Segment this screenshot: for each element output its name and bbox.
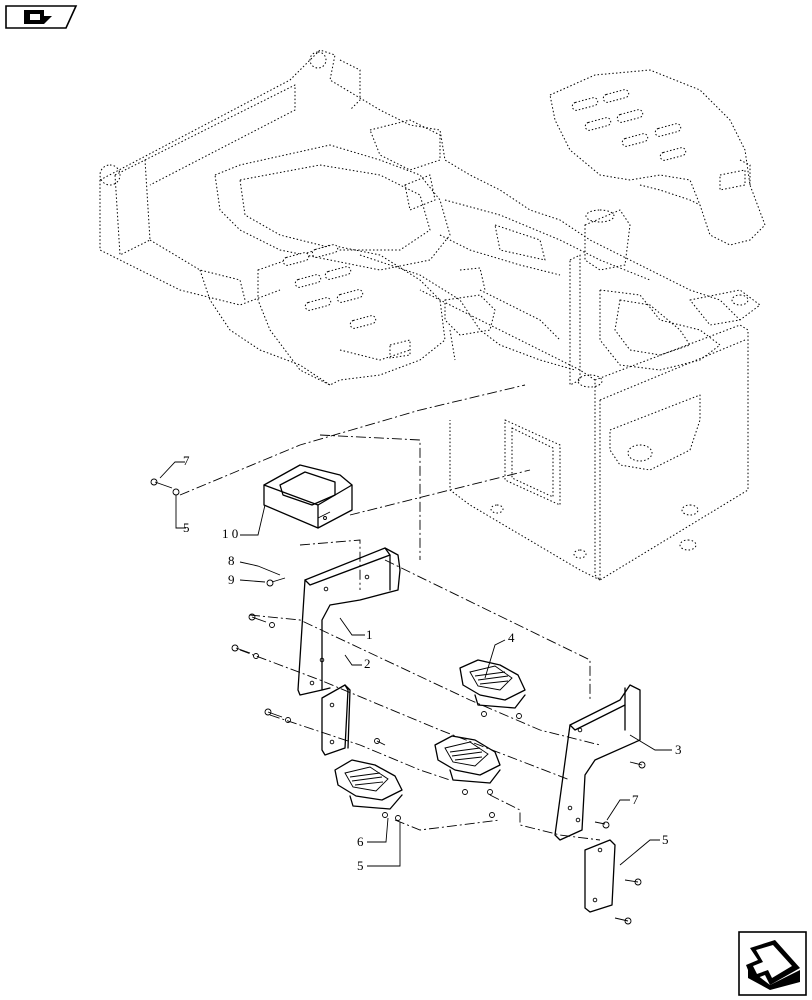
fasteners bbox=[150, 478, 646, 925]
callout-5-right: 5 bbox=[662, 832, 669, 847]
callout-7-top: 7 bbox=[183, 453, 190, 468]
callout-4: 4 bbox=[508, 630, 515, 645]
callout-9: 9 bbox=[228, 572, 235, 587]
callout-6: 6 bbox=[357, 834, 364, 849]
back-nav-button[interactable] bbox=[5, 5, 78, 29]
part-3-right-bracket bbox=[554, 684, 641, 841]
part-4-step-upper bbox=[459, 659, 526, 709]
callout-10: 1 0 bbox=[222, 526, 238, 541]
platform-slots-right bbox=[571, 89, 687, 161]
next-nav-button[interactable] bbox=[738, 931, 807, 996]
part-3-lower-plate bbox=[584, 839, 616, 913]
part-4-step-middle bbox=[434, 735, 501, 784]
part-2-left-plate bbox=[321, 684, 351, 756]
part-10-cover-box bbox=[263, 464, 353, 529]
callout-7-right: 7 bbox=[632, 792, 639, 807]
callout-5-top: 5 bbox=[183, 520, 190, 535]
arrow-next-icon bbox=[746, 940, 800, 990]
callout-3: 3 bbox=[675, 742, 682, 757]
callout-labels: 7 5 1 0 8 9 1 2 4 3 7 5 6 5 bbox=[183, 453, 682, 873]
part-1-left-bracket bbox=[297, 547, 401, 696]
callout-1: 1 bbox=[366, 627, 373, 642]
assembly-leaders bbox=[179, 384, 601, 841]
callout-8: 8 bbox=[228, 553, 235, 568]
platform-slots-left bbox=[282, 244, 377, 329]
callout-2: 2 bbox=[364, 656, 371, 671]
arrow-back-icon bbox=[24, 10, 52, 24]
callout-5-bottom: 5 bbox=[357, 858, 364, 873]
callout-lines bbox=[159, 461, 672, 867]
chassis-frame bbox=[99, 49, 766, 581]
part-4-step-lower bbox=[334, 759, 403, 810]
